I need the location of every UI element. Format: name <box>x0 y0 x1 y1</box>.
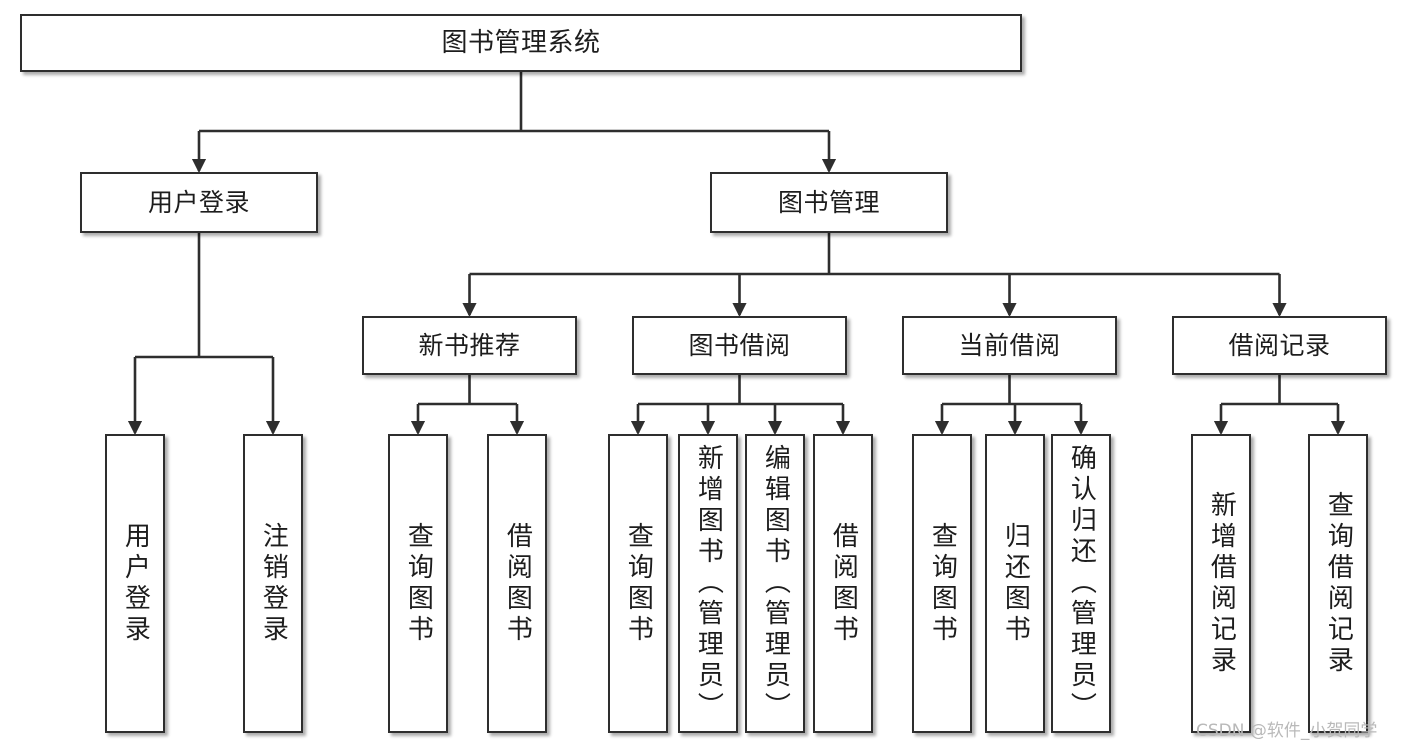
node-l-borrow2[interactable]: 借阅图书 <box>813 434 873 733</box>
node-label: 借阅图书 <box>828 521 859 646</box>
node-label: 图书管理 <box>777 187 880 217</box>
node-l-addrec[interactable]: 新增借阅记录 <box>1191 434 1251 733</box>
node-l-edit[interactable]: 编辑图书（管理员） <box>745 434 805 733</box>
node-label: 图书借阅 <box>688 330 791 360</box>
node-l-add[interactable]: 新增图书（管理员） <box>678 434 738 733</box>
node-l-query2[interactable]: 查询图书 <box>608 434 668 733</box>
node-label: 新增借阅记录 <box>1206 490 1237 677</box>
node-label: 查询图书 <box>927 521 958 646</box>
node-label: 新书推荐 <box>418 330 521 360</box>
node-login[interactable]: 用户登录 <box>80 172 318 233</box>
node-l-login[interactable]: 用户登录 <box>105 434 165 733</box>
node-label: 查询图书 <box>623 521 654 646</box>
node-current[interactable]: 当前借阅 <box>902 316 1117 375</box>
node-label: 编辑图书（管理员） <box>760 444 791 723</box>
node-label: 归还图书 <box>1000 521 1031 646</box>
node-bookmgmt[interactable]: 图书管理 <box>710 172 948 233</box>
node-l-query3[interactable]: 查询图书 <box>912 434 972 733</box>
node-root[interactable]: 图书管理系统 <box>20 14 1022 72</box>
node-label: 查询图书 <box>403 521 434 646</box>
node-l-logout[interactable]: 注销登录 <box>243 434 303 733</box>
watermark: CSDN @软件_小贺同学 <box>1196 721 1378 741</box>
node-label: 查询借阅记录 <box>1323 490 1354 677</box>
node-label: 确认归还（管理员） <box>1066 444 1097 723</box>
node-label: 借阅图书 <box>502 521 533 646</box>
node-l-queryrec[interactable]: 查询借阅记录 <box>1308 434 1368 733</box>
node-l-confirm[interactable]: 确认归还（管理员） <box>1051 434 1111 733</box>
node-label: 当前借阅 <box>958 330 1061 360</box>
node-label: 用户登录 <box>120 521 151 646</box>
node-label: 注销登录 <box>258 521 289 646</box>
node-borrow[interactable]: 图书借阅 <box>632 316 847 375</box>
node-l-return[interactable]: 归还图书 <box>985 434 1045 733</box>
node-label: 新增图书（管理员） <box>693 444 724 723</box>
node-newbook[interactable]: 新书推荐 <box>362 316 577 375</box>
node-label: 用户登录 <box>147 187 250 217</box>
node-records[interactable]: 借阅记录 <box>1172 316 1387 375</box>
node-label: 图书管理系统 <box>441 27 601 58</box>
node-l-query1[interactable]: 查询图书 <box>388 434 448 733</box>
node-l-borrow1[interactable]: 借阅图书 <box>487 434 547 733</box>
node-label: 借阅记录 <box>1228 330 1331 360</box>
